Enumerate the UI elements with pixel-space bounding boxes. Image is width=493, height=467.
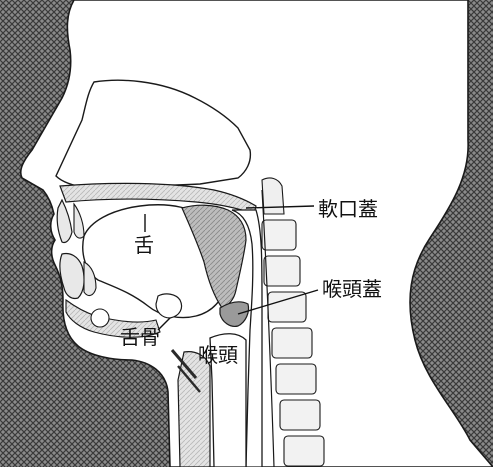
larynx-cartilage [178,352,210,467]
label-soft-palate: 軟口蓋 [318,197,378,221]
hyoid-bone-shape [156,294,182,318]
label-epiglottis: 喉頭蓋 [322,277,382,301]
label-larynx: 喉頭 [198,343,238,367]
jaw-round-detail [91,309,109,327]
label-hyoid-bone: 舌骨 [120,325,160,349]
label-tongue: 舌 [134,233,154,257]
